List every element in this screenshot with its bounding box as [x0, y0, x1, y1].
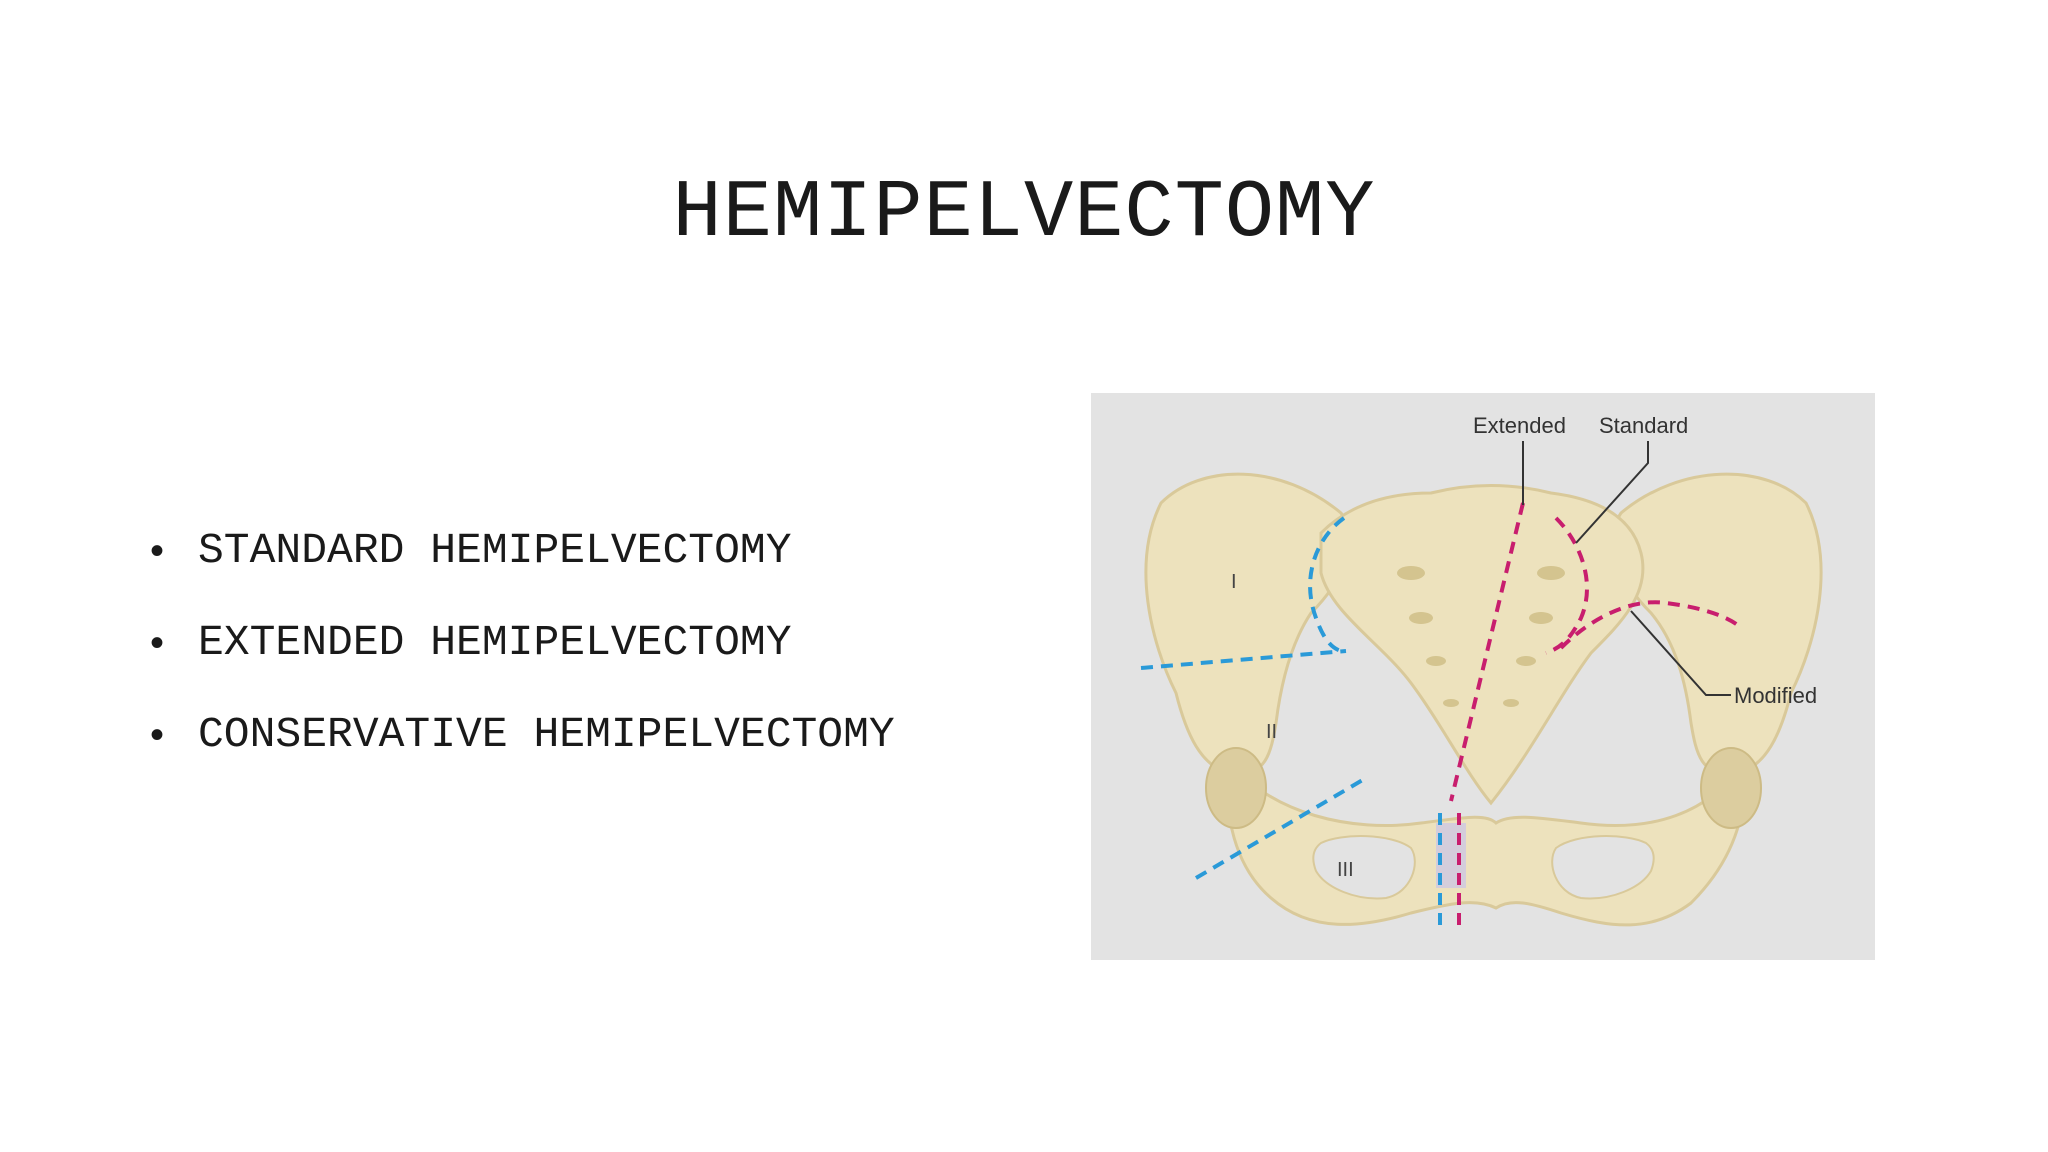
pelvis-diagram-svg: I II III [1091, 393, 1875, 960]
bullet-item-extended: • EXTENDED HEMIPELVECTOMY [150, 597, 980, 689]
bullet-text: STANDARD HEMIPELVECTOMY [198, 526, 792, 575]
right-obturator-foramen [1551, 835, 1655, 900]
magenta-cut-standard [1545, 516, 1589, 655]
magenta-cut-lines [1449, 502, 1743, 928]
pelvis-diagram: I II III [1091, 393, 1875, 960]
leader-standard [1575, 441, 1649, 544]
blue-cut-acetabulum [1194, 776, 1368, 880]
sacrum [1319, 484, 1645, 806]
leader-modified [1630, 610, 1731, 696]
right-ilium [1611, 472, 1823, 776]
label-standard: Standard [1599, 413, 1688, 438]
bullet-item-conservative: • CONSERVATIVE HEMIPELVECTOMY [150, 689, 980, 781]
blue-cut-sacroiliac [1308, 516, 1346, 653]
blue-cut-ilium [1140, 649, 1347, 670]
leader-lines [1522, 441, 1731, 696]
region-label-three: III [1337, 859, 1354, 881]
magenta-cut-extended [1449, 502, 1525, 802]
left-acetabulum [1205, 747, 1267, 829]
blue-cut-lines [1140, 516, 1442, 928]
bullet-item-standard: • STANDARD HEMIPELVECTOMY [150, 505, 980, 597]
sacral-foramina [1397, 566, 1565, 707]
slide-title: HEMIPELVECTOMY [672, 166, 1376, 260]
region-label-two: II [1266, 721, 1277, 743]
left-obturator-foramen [1312, 835, 1416, 900]
left-ilium [1144, 472, 1351, 776]
bullet-text: CONSERVATIVE HEMIPELVECTOMY [198, 710, 895, 759]
pelvis-bone [1144, 472, 1823, 927]
right-acetabulum [1700, 747, 1762, 829]
bullet-text: EXTENDED HEMIPELVECTOMY [198, 618, 792, 667]
label-extended: Extended [1473, 413, 1566, 438]
bullet-dot-icon: • [150, 713, 165, 757]
bullet-dot-icon: • [150, 621, 165, 665]
bullet-list: • STANDARD HEMIPELVECTOMY • EXTENDED HEM… [150, 505, 980, 781]
bullet-dot-icon: • [150, 529, 165, 573]
label-modified: Modified [1734, 683, 1817, 708]
region-label-one: I [1231, 571, 1237, 593]
